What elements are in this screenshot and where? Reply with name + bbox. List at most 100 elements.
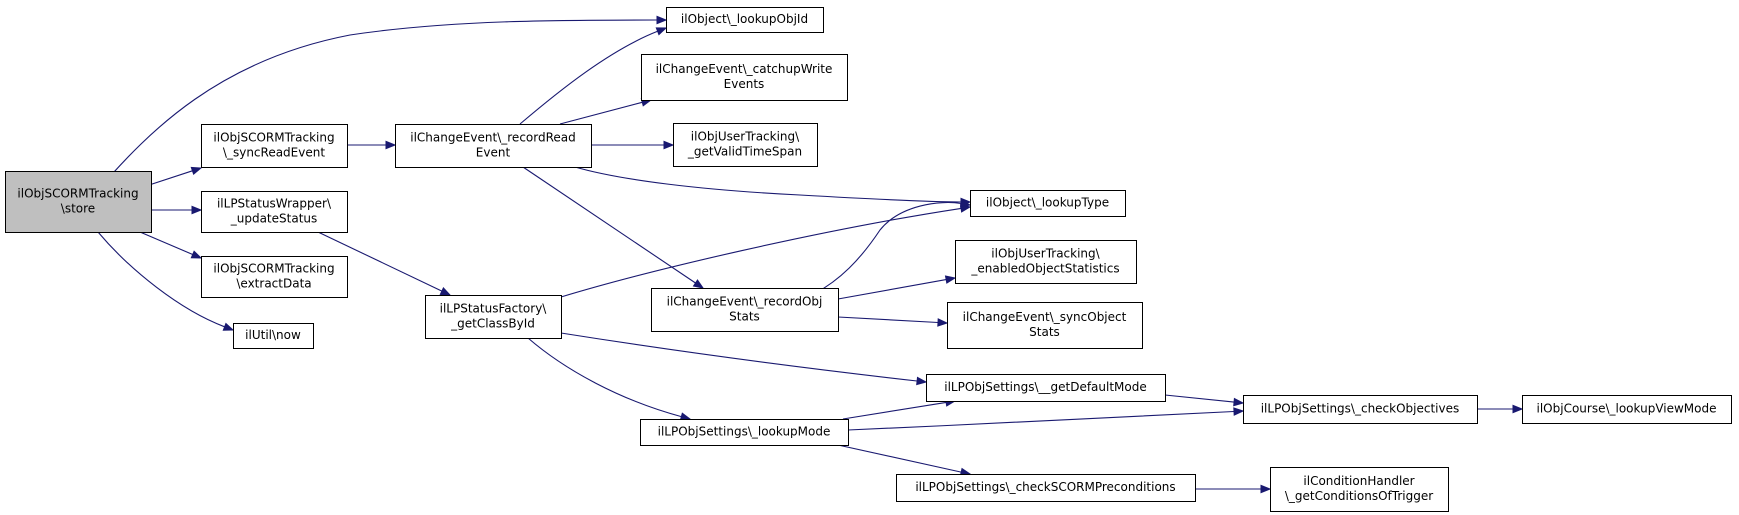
node-box	[1270, 467, 1449, 512]
edge-record-read-to-lookup-type	[574, 166, 972, 207]
node-update-status[interactable]: ilLPStatusWrapper\_updateStatus	[201, 191, 348, 233]
node-label: ilObject\_lookupObjId	[681, 12, 808, 26]
edge-store-to-extract-data	[139, 231, 203, 259]
edge-record-obj-stats-to-sync-obj-stats	[837, 316, 949, 327]
edge-line	[97, 19, 658, 191]
edge-line	[522, 166, 696, 284]
node-label: Stats	[729, 310, 760, 324]
node-box	[673, 123, 818, 167]
node-label: Event	[476, 146, 511, 160]
edge-arrowhead	[439, 287, 452, 296]
node-label: ilUtil\now	[245, 328, 301, 342]
node-label: ilChangeEvent\_catchupWrite	[656, 62, 833, 76]
edge-line	[527, 337, 682, 418]
node-extract-data[interactable]: ilObjSCORMTracking\extractData	[201, 256, 348, 298]
edge-line	[97, 231, 225, 328]
edge-lookup-mode-to-check-objectives	[847, 407, 1245, 431]
node-label: ilChangeEvent\_recordObj	[667, 295, 823, 309]
edge-class-by-id-to-lookup-type	[560, 204, 972, 298]
call-graph-edges	[97, 15, 1524, 494]
edge-record-read-to-valid-time	[591, 140, 675, 150]
node-cond-trigger[interactable]: ilConditionHandler\_getConditionsOfTrigg…	[1270, 467, 1449, 512]
edge-line	[560, 332, 918, 382]
node-box	[926, 374, 1166, 402]
node-label: \store	[61, 202, 95, 216]
edge-record-read-to-lookup-obj-id	[519, 27, 668, 125]
node-check-objectives[interactable]: ilLPObjSettings\_checkObjectives	[1243, 395, 1478, 424]
node-label: ilObjUserTracking\	[991, 247, 1100, 261]
edge-arrowhead	[190, 250, 203, 259]
node-box	[955, 240, 1137, 284]
node-label: ilLPObjSettings\_lookupMode	[658, 425, 831, 439]
node-label: Events	[724, 77, 765, 91]
call-graph-nodes: ilObjSCORMTracking\storeilObjSCORMTracki…	[5, 7, 1732, 512]
node-label: ilChangeEvent\_recordRead	[410, 131, 576, 145]
node-box	[970, 190, 1126, 217]
node-label: ilLPObjSettings\__getDefaultMode	[944, 380, 1147, 394]
edge-arrowhead	[916, 376, 928, 386]
edge-default-mode-to-check-objectives	[1164, 394, 1245, 407]
node-box	[1522, 395, 1732, 424]
edge-update-status-to-class-by-id	[317, 231, 452, 296]
node-course-view-mode[interactable]: ilObjCourse\_lookupViewMode	[1522, 395, 1732, 424]
edge-line	[1164, 394, 1235, 403]
node-lookup-obj-id[interactable]: ilObject\_lookupObjId	[666, 7, 824, 33]
node-label: ilChangeEvent\_syncObject	[963, 310, 1127, 324]
node-box	[641, 54, 848, 101]
node-sync-read[interactable]: ilObjSCORMTracking\_syncReadEvent	[201, 124, 348, 168]
node-box	[201, 191, 348, 233]
edge-check-objectives-to-course-view-mode	[1477, 404, 1524, 414]
node-label: ilLPStatusWrapper\	[217, 197, 332, 211]
edge-line	[837, 316, 939, 324]
node-valid-time[interactable]: ilObjUserTracking\_getValidTimeSpan	[673, 123, 818, 167]
edge-arrowhead	[655, 27, 668, 36]
node-label: _updateStatus	[230, 212, 318, 226]
node-label: ilLPObjSettings\_checkObjectives	[1261, 402, 1460, 416]
node-box	[651, 288, 839, 332]
node-default-mode[interactable]: ilLPObjSettings\__getDefaultMode	[926, 374, 1166, 402]
node-box	[5, 171, 152, 233]
node-label: \_getConditionsOfTrigger	[1285, 489, 1433, 503]
node-enabled-stats[interactable]: ilObjUserTracking\_enabledObjectStatisti…	[955, 240, 1137, 284]
edge-line	[847, 410, 1235, 431]
node-box	[640, 419, 849, 446]
node-box	[201, 124, 348, 168]
node-lookup-mode[interactable]: ilLPObjSettings\_lookupMode	[640, 419, 849, 446]
edge-record-read-to-record-obj-stats	[522, 166, 705, 289]
node-box	[666, 7, 824, 33]
node-lookup-type[interactable]: ilObject\_lookupType	[970, 190, 1126, 217]
edge-line	[559, 101, 643, 125]
node-label: ilObjCourse\_lookupViewMode	[1537, 402, 1717, 416]
edge-arrowhead	[1260, 484, 1272, 494]
edge-scorm-precond-to-cond-trigger	[1195, 484, 1272, 494]
edge-line	[317, 231, 443, 292]
node-label: \_syncReadEvent	[223, 146, 325, 160]
node-util-now[interactable]: ilUtil\now	[233, 323, 314, 349]
edge-record-read-to-catchup	[559, 98, 653, 125]
node-box	[1243, 395, 1478, 424]
edge-arrowhead	[1233, 397, 1245, 407]
node-store[interactable]: ilObjSCORMTracking\store	[5, 171, 152, 233]
node-box	[233, 323, 314, 349]
edge-line	[813, 201, 962, 295]
node-label: ilConditionHandler	[1303, 474, 1414, 488]
edge-arrowhead	[937, 318, 949, 327]
node-label: ilLPObjSettings\_checkSCORMPreconditions	[915, 480, 1175, 494]
node-label: ilLPStatusFactory\	[440, 302, 548, 316]
edge-arrowhead	[1233, 407, 1245, 416]
node-class-by-id[interactable]: ilLPStatusFactory\_getClassById	[425, 295, 562, 339]
node-label: ilObjSCORMTracking	[213, 131, 334, 145]
edge-arrowhead	[1512, 404, 1524, 414]
edge-lookup-mode-to-scorm-precond	[837, 444, 972, 477]
node-box	[896, 474, 1196, 502]
node-label: _getValidTimeSpan	[687, 145, 802, 159]
node-scorm-precond[interactable]: ilLPObjSettings\_checkSCORMPreconditions	[896, 474, 1196, 502]
edge-record-obj-stats-to-lookup-type	[813, 199, 972, 295]
edge-arrowhead	[692, 279, 705, 289]
edge-store-to-util-now	[97, 231, 235, 331]
edge-class-by-id-to-lookup-mode	[527, 337, 692, 421]
